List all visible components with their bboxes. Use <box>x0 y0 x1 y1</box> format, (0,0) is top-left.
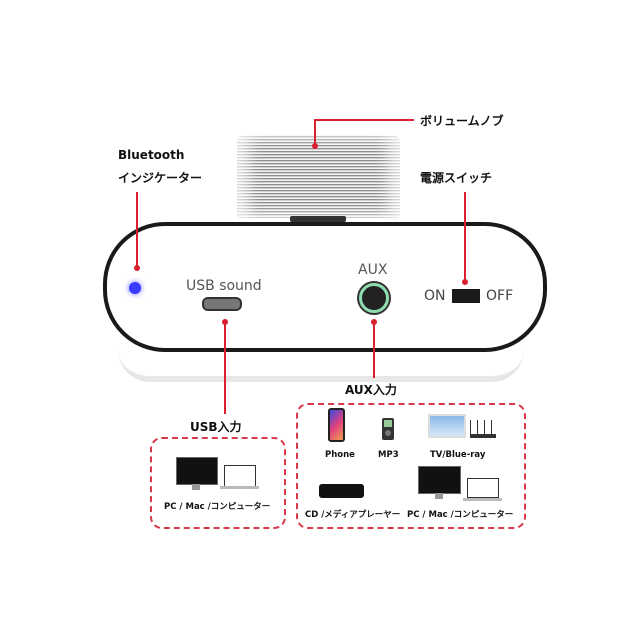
router-icon <box>470 420 496 438</box>
aux-sources-box <box>296 403 526 529</box>
volume-leader-h <box>314 119 414 121</box>
aux-source-label: CD /メディアプレーヤー <box>305 510 401 520</box>
power-switch-callout: 電源スイッチ <box>420 171 493 185</box>
amplifier-body <box>103 222 547 352</box>
usb-input-callout: USB入力 <box>190 420 242 434</box>
usb-port <box>202 297 242 311</box>
bluetooth-led-icon <box>129 282 141 294</box>
volume-leader-v <box>314 119 316 145</box>
volume-leader-dot <box>312 143 318 149</box>
usb-leader-line <box>224 322 226 414</box>
aux-leader-line <box>373 322 375 378</box>
bluetooth-callout-line1: Bluetooth <box>118 148 185 162</box>
knob-base <box>290 216 346 222</box>
aux-source-label: Phone <box>325 450 355 460</box>
bluetooth-leader-dot <box>134 265 140 271</box>
power-leader-dot <box>462 279 468 285</box>
aux-port-label: AUX <box>358 262 388 278</box>
switch-on-label: ON <box>424 288 446 304</box>
phone-icon <box>328 408 345 442</box>
bluetooth-leader-line <box>136 192 138 267</box>
mp3-player-icon <box>382 418 394 440</box>
media-player-icon <box>319 484 364 498</box>
aux-input-callout: AUX入力 <box>345 383 397 397</box>
power-switch[interactable] <box>452 289 480 303</box>
power-leader-line <box>464 192 466 280</box>
aux-source-label: MP3 <box>378 450 399 460</box>
volume-knob[interactable] <box>237 135 400 218</box>
usb-port-label: USB sound <box>186 278 262 294</box>
bluetooth-callout-line2: インジケーター <box>118 171 203 185</box>
aux-source-label: PC / Mac /コンピューター <box>407 510 514 520</box>
reflection <box>118 350 524 382</box>
aux-jack <box>359 283 389 313</box>
switch-off-label: OFF <box>486 288 514 304</box>
tv-icon <box>428 414 466 438</box>
volume-knob-callout: ボリュームノブ <box>420 114 504 128</box>
usb-source-label: PC / Mac /コンピューター <box>164 502 271 512</box>
aux-source-label: TV/Blue-ray <box>430 450 486 460</box>
usb-sources-box <box>150 437 286 529</box>
